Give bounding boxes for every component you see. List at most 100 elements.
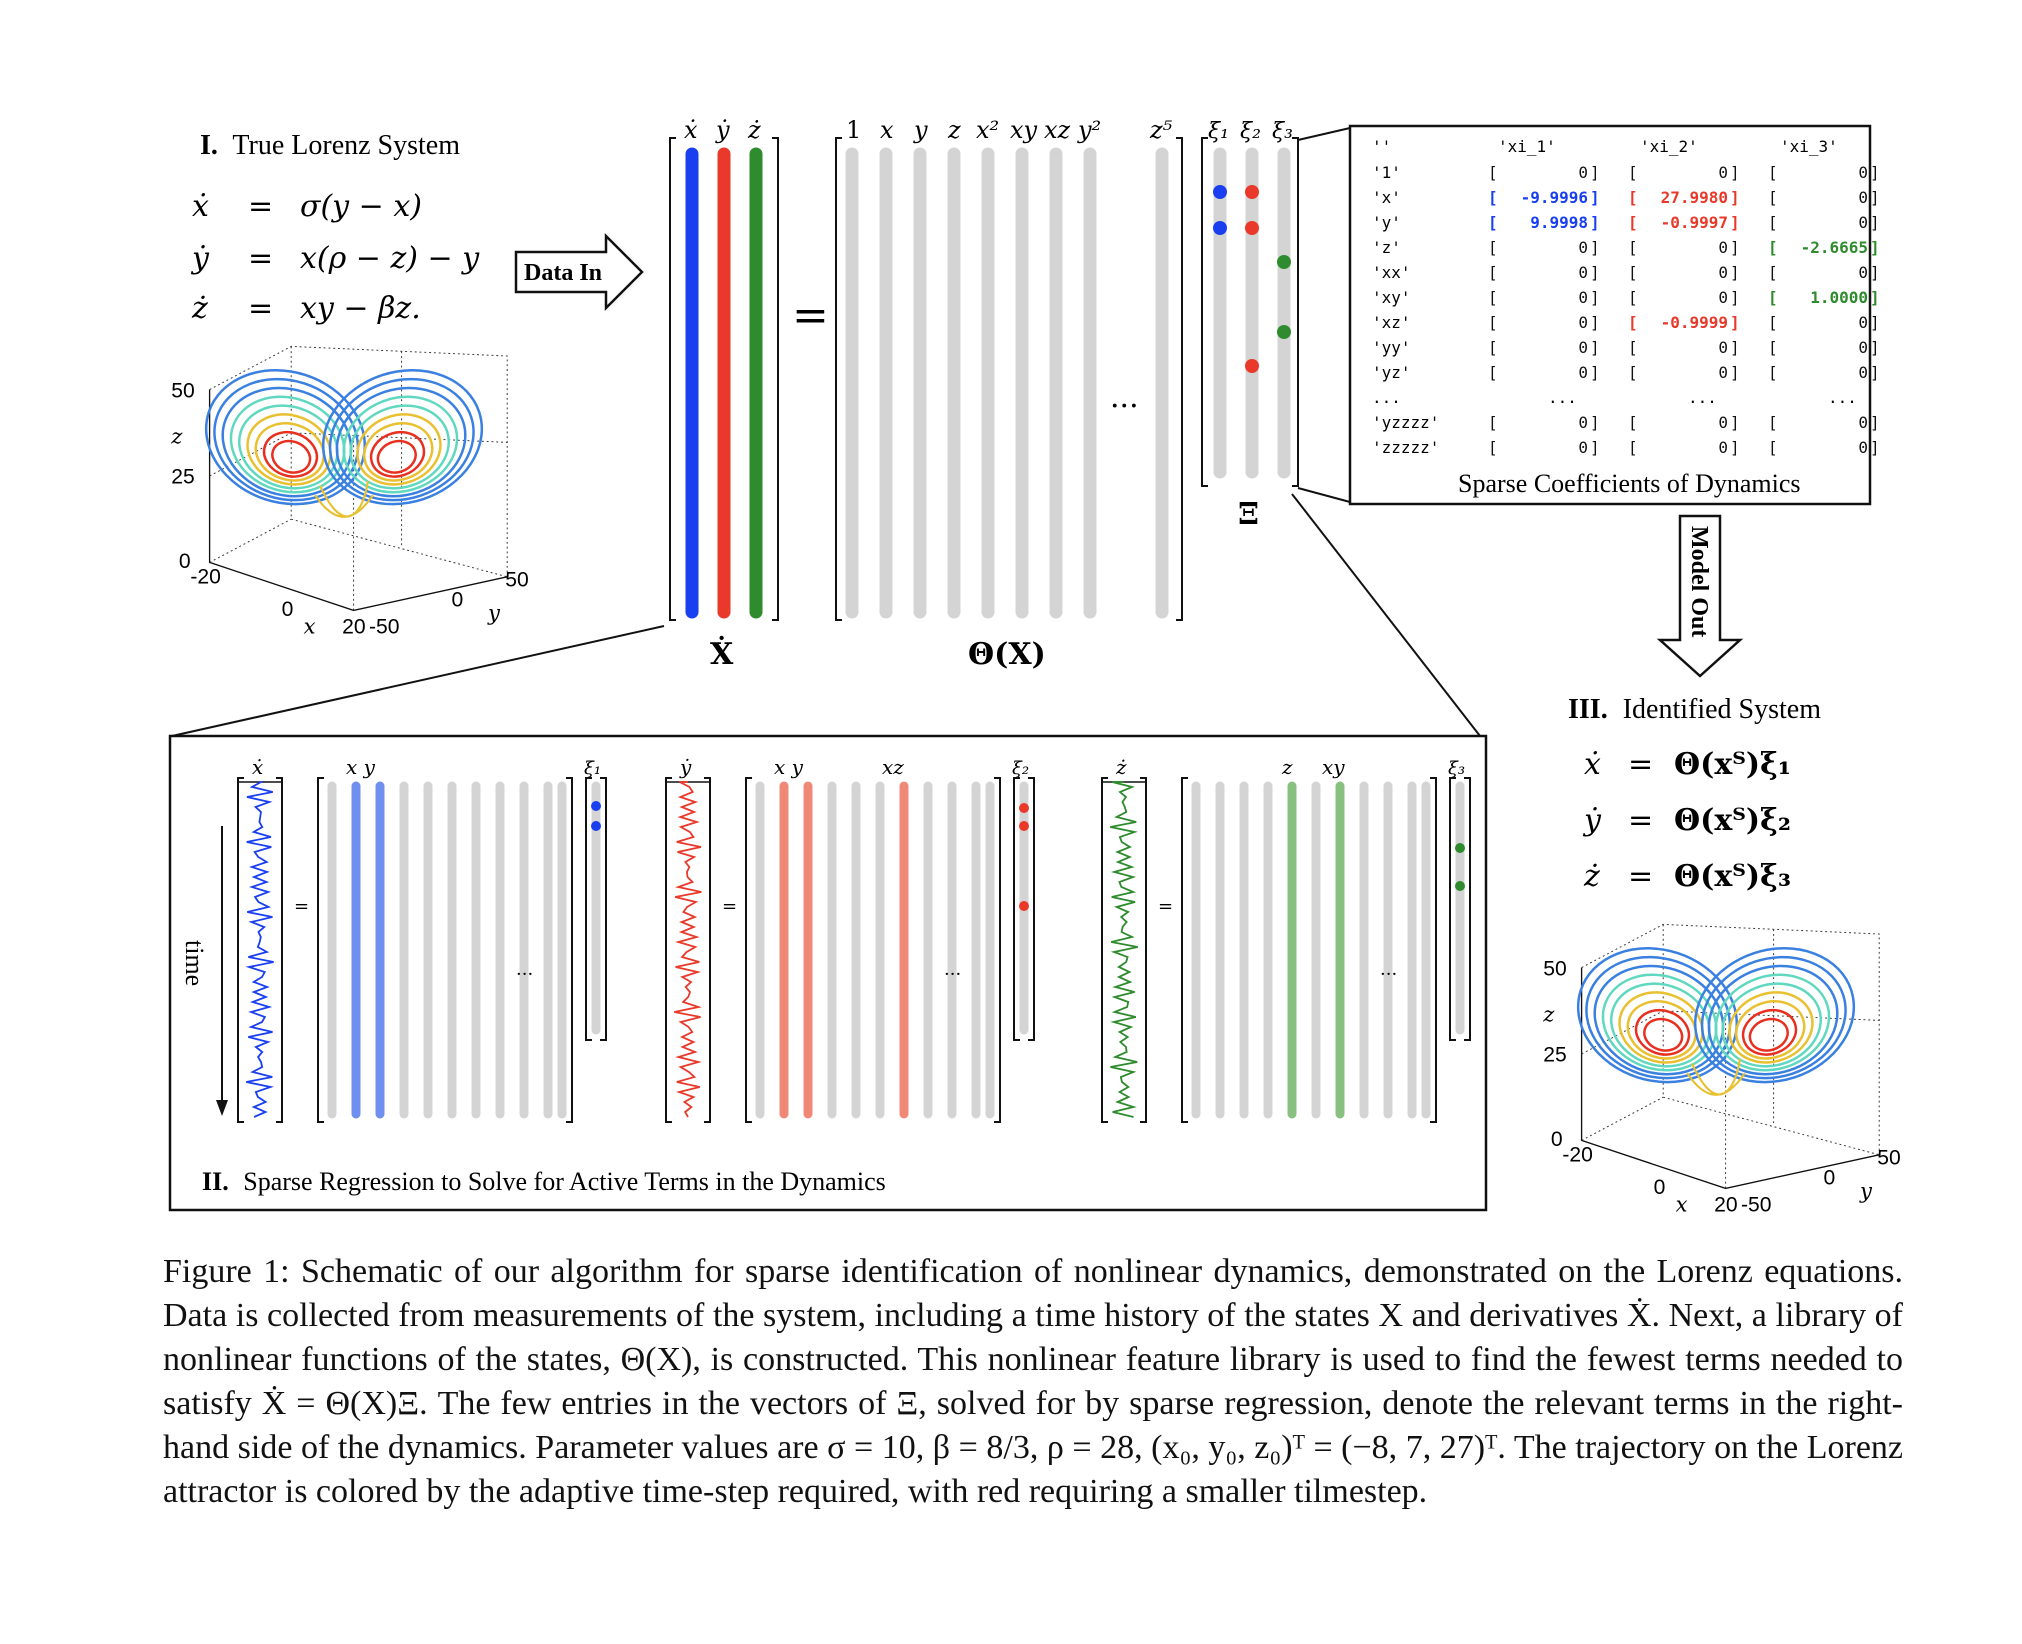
coeff-open-bracket: [	[1768, 413, 1778, 432]
id-eq-lhs-3: ż	[1583, 859, 1600, 894]
plot-true-z-tick-2: 0	[179, 550, 191, 573]
active-term-label: xz	[882, 755, 904, 779]
coeff-open-bracket: [	[1488, 438, 1498, 457]
xi-small-bracket-1-right	[600, 777, 607, 1041]
panel3-title: Identified System	[1623, 694, 1822, 725]
coeff-value: 0	[1718, 263, 1728, 282]
theta-header-7: xz	[1044, 116, 1071, 144]
xi-small-dot	[1019, 821, 1029, 831]
theta-header-8: y²	[1077, 116, 1101, 144]
id-eq-lhs-1: ẋ	[1584, 747, 1601, 782]
coeff-value: 0	[1858, 313, 1868, 332]
plot-true-x-tick-2: 20	[342, 615, 365, 638]
coeff-close-bracket: ]	[1730, 163, 1740, 182]
xi-small-dot	[1455, 843, 1465, 853]
plot-true-x-label: x	[304, 613, 316, 638]
coeff-open-bracket: [	[1768, 438, 1778, 457]
coeff-value: 0	[1578, 288, 1588, 307]
coeff-value: 0	[1718, 288, 1728, 307]
coeff-open-bracket: [	[1488, 263, 1498, 282]
plot-true-trajectory-loop	[321, 369, 484, 506]
coeff-row-label: 'z'	[1372, 238, 1401, 257]
id-eq-lhs-2: ẏ	[1582, 803, 1602, 838]
coeff-value: 1.0000	[1810, 288, 1868, 307]
coeff-close-bracket: ]	[1730, 213, 1740, 232]
theta-header-4: z	[947, 116, 961, 144]
panel2-num: II.	[202, 1167, 229, 1196]
lhs-bracket-2-left	[665, 777, 672, 1123]
coeff-open-bracket: [	[1488, 288, 1498, 307]
true-eq-sign-3: =	[248, 291, 273, 326]
coeff-open-bracket: [	[1628, 163, 1638, 182]
block-ellipsis-3: ···	[1380, 964, 1397, 985]
figure-caption: Figure 1: Schematic of our algorithm for…	[163, 1250, 1903, 1514]
coeff-value: 0	[1578, 263, 1588, 282]
coeff-close-bracket: ]	[1590, 263, 1600, 282]
plot-true-trajectory-loop	[376, 439, 417, 474]
coeff-close-bracket: ]	[1590, 238, 1600, 257]
coeff-header-0: ''	[1372, 137, 1391, 156]
theta-header-3: y	[913, 116, 928, 144]
svg-text:III. Identified System: III. Identified System	[1568, 694, 1821, 725]
plot-id-trajectory-loop	[1593, 964, 1725, 1076]
true-eq-sign-2: =	[248, 241, 273, 276]
svg-text:II. Sparse Regression to: II. Sparse Regression to Solve for Activ…	[202, 1167, 886, 1196]
plot-id-trajectory-loop	[1728, 991, 1814, 1064]
coeff-open-bracket: [	[1768, 288, 1778, 307]
plot-id-x-tick-2: 20	[1714, 1193, 1737, 1216]
lhs-signal-1	[245, 781, 274, 1118]
plot-id-trajectory-loop	[1735, 1000, 1806, 1060]
plot-true-trajectory-loop	[363, 422, 434, 482]
coeff-value: 0	[1578, 338, 1588, 357]
matrix-equals: =	[792, 290, 829, 341]
coeff-close-bracket: ]	[1590, 438, 1600, 457]
plot-true-trajectory-loop	[204, 369, 367, 506]
plot-true-trajectory-loop	[213, 377, 360, 502]
theta-header-6: xy	[1010, 116, 1038, 144]
coeff-row-label: 'yy'	[1372, 338, 1411, 357]
plot-true-y-tick-2: 50	[505, 568, 528, 591]
coeff-value: 0	[1718, 363, 1728, 382]
coeff-close-bracket: ]	[1870, 188, 1880, 207]
block-ellipsis-2: ···	[944, 964, 961, 985]
coeff-value: 0	[1858, 438, 1868, 457]
plot-id-x-tick-0: -20	[1562, 1144, 1593, 1167]
plot-true-trajectory-loop	[262, 430, 319, 478]
lhs-bracket-1-left	[237, 777, 244, 1123]
lhs-header-1: ẋ	[252, 755, 263, 779]
plot-true-trajectory-crossing	[314, 480, 374, 518]
coeff-header-2: 'xi_2'	[1640, 137, 1698, 156]
coeff-value: 0	[1578, 413, 1588, 432]
coeff-close-bracket: ]	[1870, 163, 1880, 182]
theta-header-5: x²	[976, 116, 999, 144]
coeff-value: 0	[1578, 163, 1588, 182]
coeff-close-bracket: ]	[1590, 188, 1600, 207]
coeff-close-bracket: ]	[1590, 338, 1600, 357]
coeff-value: 0	[1858, 263, 1868, 282]
coeff-row-label: 'yz'	[1372, 363, 1411, 382]
coeff-close-bracket: ]	[1590, 288, 1600, 307]
coeff-row-label: ...	[1372, 388, 1401, 407]
coeff-close-bracket: ]	[1870, 213, 1880, 232]
xi-small-dot	[1019, 803, 1029, 813]
xi-label: Ξ	[1238, 497, 1259, 532]
coeff-open-bracket: [	[1488, 188, 1498, 207]
xi-small-dot	[1455, 881, 1465, 891]
coeff-value: 0	[1718, 163, 1728, 182]
coeff-open-bracket: [	[1488, 238, 1498, 257]
xi-small-dot	[1019, 901, 1029, 911]
plot-id-trajectory-loop	[1714, 973, 1831, 1072]
coeff-ellipsis: ...	[1828, 388, 1857, 407]
plot-true-trajectory-loop	[328, 377, 475, 502]
xi-small-header-3: ξ₃	[1448, 758, 1465, 779]
coeff-row-label: 'zzzzz'	[1372, 438, 1439, 457]
coeff-open-bracket: [	[1628, 313, 1638, 332]
lhs-bracket-2-right	[704, 777, 711, 1123]
coeff-close-bracket: ]	[1590, 313, 1600, 332]
plot-true-trajectory-loop	[349, 404, 450, 490]
plot-true-trajectory-loop	[342, 395, 459, 494]
coeff-open-bracket: [	[1628, 288, 1638, 307]
coeff-close-bracket: ]	[1730, 413, 1740, 432]
theta-label: Θ(X)	[968, 637, 1046, 672]
